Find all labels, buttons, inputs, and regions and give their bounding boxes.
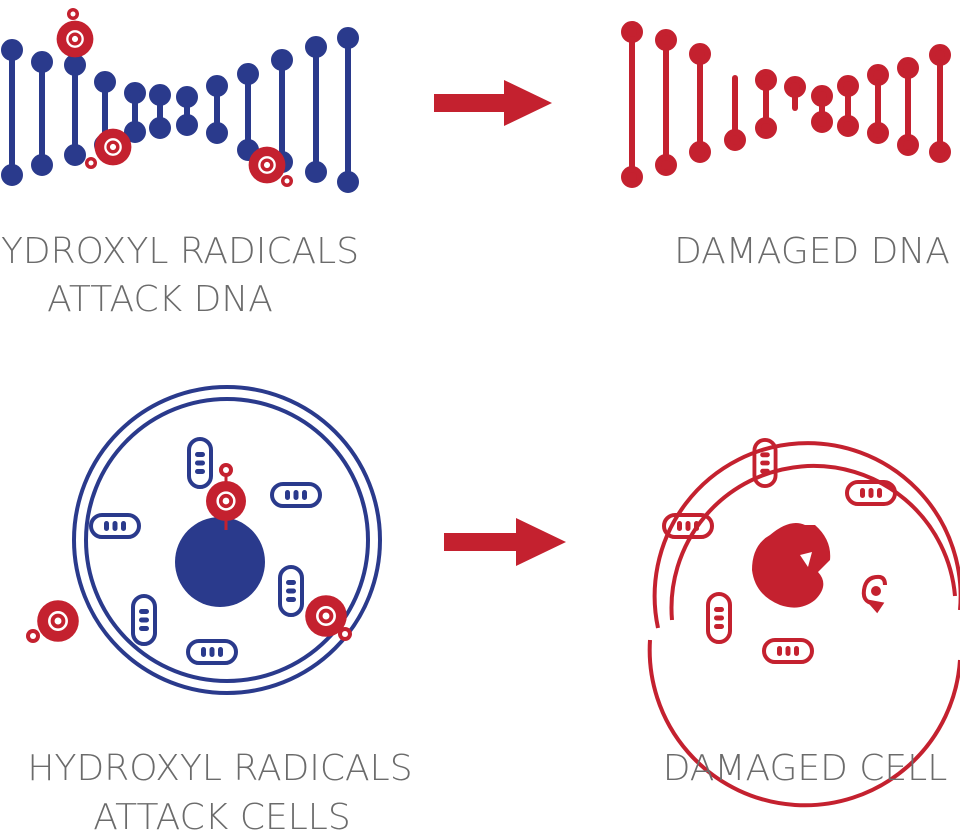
dna-damaged-caption: DAMAGED DNA [674,231,950,272]
nucleus-icon [752,522,831,608]
hydroxyl-radical-icon [85,127,133,169]
right-arrow-icon [434,80,552,126]
hydroxyl-radical-icon [55,8,95,59]
cell-damaged-caption: DAMAGED CELL [663,748,948,789]
right-arrow-icon [444,518,566,566]
hydroxyl-radical-icon [26,598,81,644]
hydroxyl-radical-icon [247,145,293,187]
damaged-cell-icon [647,441,960,808]
hydroxyl-radical-icon [204,463,248,530]
dna-attack-caption-line2: ATTACK DNA [47,279,273,320]
dna-attack-caption-line1: YDROXYL RADICALS [1,231,359,272]
healthy-cell-icon [72,385,382,695]
cell-attack-caption-line2: ATTACK CELLS [93,797,350,833]
cell-attack-caption-line1: HYDROXYL RADICALS [27,748,412,789]
broken-mitochondrion-icon [861,574,887,614]
nucleus-icon [175,517,265,607]
hydroxyl-radical-icon [303,593,352,641]
healthy-dna-icon [1,27,359,193]
damaged-dna-icon [621,21,951,188]
